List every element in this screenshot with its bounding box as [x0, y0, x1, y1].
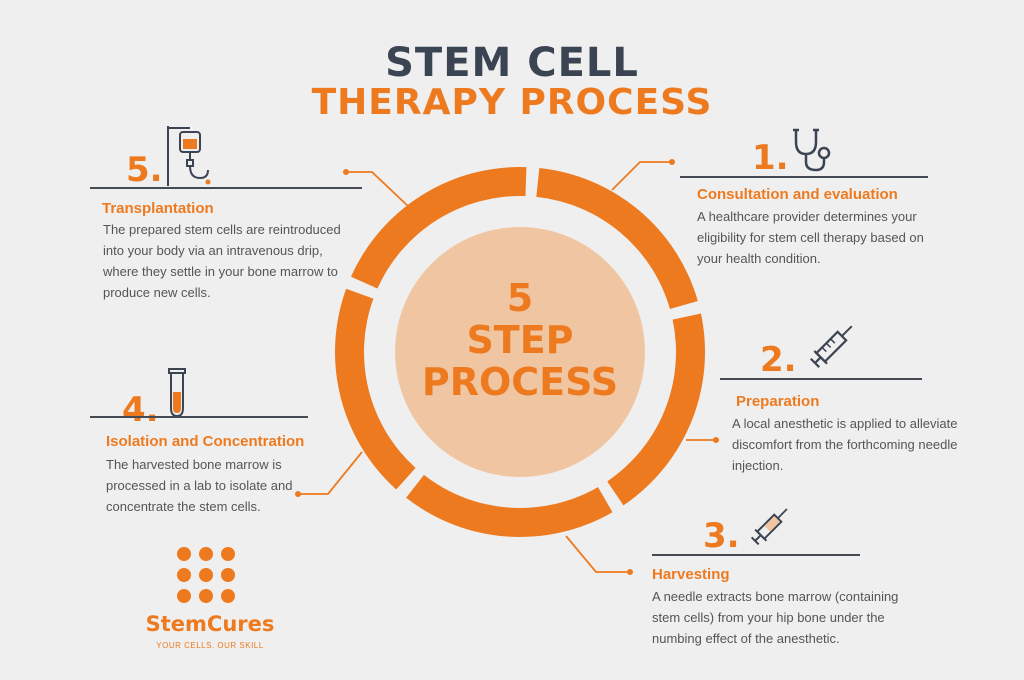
syringe-icon: [810, 325, 853, 368]
step-3-rule: [652, 554, 860, 556]
connector-dot-1: [669, 159, 675, 165]
step-1-number: 1.: [752, 138, 789, 178]
center-process: PROCESS: [421, 360, 619, 404]
connector-dot-4: [295, 491, 301, 497]
connector-dot-2: [713, 437, 719, 443]
step-1-description: A healthcare provider determines your el…: [697, 209, 924, 266]
step-2-title: Preparation: [736, 393, 820, 410]
step-5-rule: [90, 187, 362, 189]
logo-tagline: YOUR CELLS. OUR SKILL: [156, 641, 264, 650]
step-5-title: Transplantation: [102, 200, 214, 217]
ring-segment-1: [536, 168, 698, 310]
stethoscope-icon: [793, 128, 831, 172]
test-tube-icon: [168, 368, 186, 418]
step-1-rule: [680, 176, 928, 178]
title-line-1: STEM CELL: [385, 40, 639, 86]
connector-1: [611, 161, 672, 191]
logo-name: StemCures: [145, 612, 275, 636]
connector-lines: [295, 159, 719, 575]
step-2-description: A local anesthetic is applied to allevia…: [732, 416, 958, 473]
title-line-2: THERAPY PROCESS: [311, 82, 713, 123]
connector-dot-3: [627, 569, 633, 575]
inner-circle: [395, 227, 645, 477]
filled-syringe-icon: [750, 508, 788, 546]
step-4-title: Isolation and Concentration: [106, 433, 305, 450]
connector-5: [346, 171, 411, 209]
step-5-description: The prepared stem cells are reintroduced…: [103, 222, 341, 300]
step-4-rule: [90, 416, 308, 418]
step-3-number: 3.: [703, 516, 740, 556]
logo-dots-icon: [177, 547, 235, 603]
step-4-description: The harvested bone marrow is processed i…: [106, 457, 293, 514]
connector-3: [565, 535, 630, 573]
ring-segment-4: [335, 288, 416, 490]
ring-segment-2: [607, 313, 706, 506]
center-step: STEP: [466, 318, 574, 362]
step-3-title: Harvesting: [652, 566, 730, 583]
ring-segment-5: [350, 167, 527, 289]
step-5-number: 5.: [126, 150, 163, 190]
ring-segments: [335, 167, 706, 537]
iv-drip-icon: [167, 126, 211, 186]
ring-segment-3: [406, 474, 613, 537]
connector-dot-5: [343, 169, 349, 175]
step-2-rule: [720, 378, 922, 380]
connector-4: [298, 451, 363, 495]
step-2-number: 2.: [760, 340, 797, 380]
step-3-description: A needle extracts bone marrow (containin…: [652, 589, 899, 646]
step-1-title: Consultation and evaluation: [697, 186, 898, 203]
center-number: 5: [506, 276, 534, 320]
step-4-number: 4.: [122, 390, 159, 430]
